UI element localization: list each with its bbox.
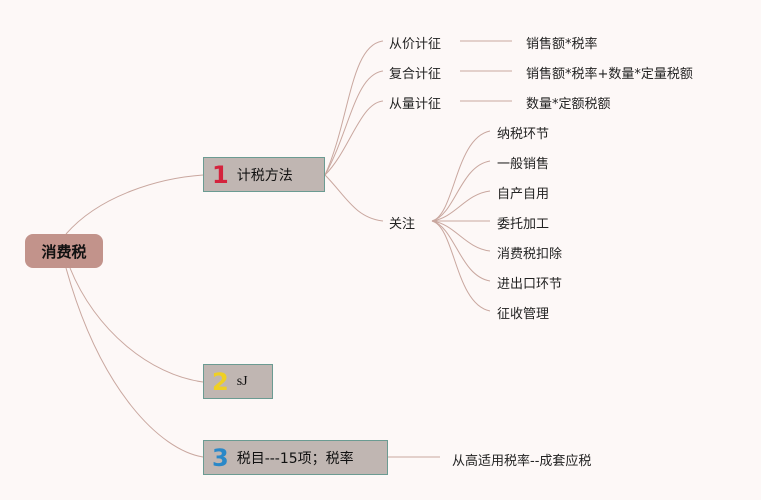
method-compound-formula[interactable]: 销售额*税率+数量*定量税额 xyxy=(526,67,693,82)
connector-focus-item-2 xyxy=(431,160,491,222)
branch-node-3[interactable]: 3 税目---15项；税率 xyxy=(203,440,388,475)
branch-1-label: 计税方法 xyxy=(236,167,293,184)
connector-root-branch-1 xyxy=(65,174,204,235)
focus-item[interactable]: 消费税扣除 xyxy=(497,247,563,262)
number-2-icon: 2 xyxy=(212,367,229,396)
focus-item[interactable]: 委托加工 xyxy=(497,217,550,232)
focus-item[interactable]: 一般销售 xyxy=(497,157,550,172)
connector-focus-item-6 xyxy=(431,220,491,282)
connector-branch1-c1 xyxy=(324,40,384,176)
connector-root-branch-3 xyxy=(65,267,204,458)
focus-item[interactable]: 纳税环节 xyxy=(497,127,550,142)
connector-root-branch-2 xyxy=(69,267,204,383)
branch-3-label: 税目---15项；税率 xyxy=(236,450,354,467)
connector-branch1-c4 xyxy=(324,174,384,222)
method-ad-valorem-formula[interactable]: 销售额*税率 xyxy=(526,37,598,52)
branch-node-2[interactable]: 2 sJ xyxy=(203,364,273,399)
connector-focus-item-3 xyxy=(431,190,491,222)
method-specific-formula[interactable]: 数量*定额税额 xyxy=(526,97,611,112)
branch-node-1[interactable]: 1 计税方法 xyxy=(203,157,325,192)
number-3-icon: 3 xyxy=(212,443,229,472)
tax-item-detail[interactable]: 从高适用税率--成套应税 xyxy=(452,454,592,469)
focus-item[interactable]: 进出口环节 xyxy=(497,277,563,292)
branch-2-label: sJ xyxy=(236,373,248,389)
focus-item[interactable]: 自产自用 xyxy=(497,187,550,202)
connector-focus-item-1 xyxy=(431,130,491,222)
focus-item[interactable]: 征收管理 xyxy=(497,307,550,322)
method-ad-valorem[interactable]: 从价计征 xyxy=(389,37,442,52)
connector-branch1-c3 xyxy=(324,100,384,176)
number-1-icon: 1 xyxy=(212,160,229,189)
focus-node[interactable]: 关注 xyxy=(389,217,416,232)
method-compound[interactable]: 复合计征 xyxy=(389,67,442,82)
connector-focus-item-5 xyxy=(431,220,491,252)
root-label: 消费税 xyxy=(41,242,87,261)
connector-branch1-c2 xyxy=(324,70,384,176)
connector-focus-item-7 xyxy=(431,220,491,312)
root-node[interactable]: 消费税 xyxy=(25,234,103,268)
method-specific[interactable]: 从量计征 xyxy=(389,97,442,112)
